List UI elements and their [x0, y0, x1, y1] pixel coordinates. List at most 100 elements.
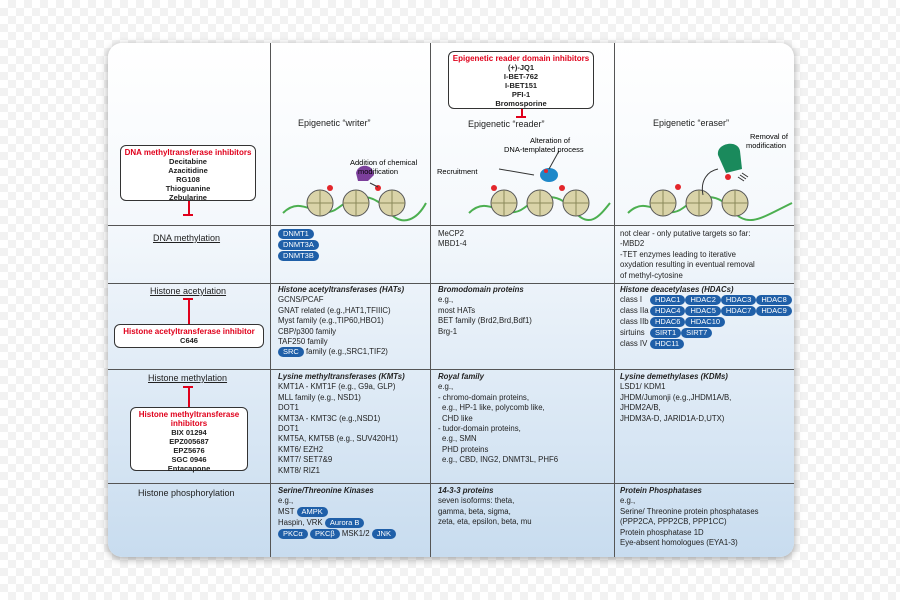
cell-line: MLL family (e.g., NSD1): [278, 392, 361, 402]
cell-line: MBD1-4: [438, 239, 467, 249]
jnk-pill: JNK: [371, 528, 396, 539]
kdm-eraser-cell: Lysine demethylases (KDMs) LSD1/ KDM1 JH…: [620, 372, 731, 424]
cell-heading: Lysine methyltransferases (KMTs): [278, 372, 405, 381]
cell-line: CBP/p300 family: [278, 326, 337, 336]
cell-line: TAF250 family: [278, 337, 328, 347]
hdac-pill: HDAC4: [650, 306, 686, 317]
inhibition-line: [188, 386, 190, 407]
cell-line: GCNS/PCAF: [278, 295, 324, 305]
inhibitor-item: I-BET151: [504, 81, 538, 90]
cell-heading: Royal family: [438, 372, 484, 381]
reader-header: Epigenetic “reader”: [468, 119, 545, 129]
inhibitor-item: Entacapone: [167, 464, 211, 473]
column-divider: [614, 43, 615, 557]
row-label-histone-phosphorylation: Histone phosphorylation: [138, 488, 235, 498]
dna-eraser-cell: not clear - only putative targets so far…: [620, 229, 755, 281]
inhibition-bar: [183, 386, 193, 388]
cell-line: Brg-1: [438, 326, 458, 336]
inhibitor-item: BIX 01294: [171, 428, 207, 437]
cell-line: e.g.,: [438, 295, 454, 305]
row-divider: [108, 483, 794, 484]
dnmt1-pill: DNMT1: [278, 229, 314, 239]
cell-line: LSD1/ KDM1: [620, 382, 666, 392]
cell-heading: Protein Phosphatases: [620, 486, 702, 495]
kmt-writer-cell: Lysine methyltransferases (KMTs) KMT1A -…: [278, 372, 405, 476]
hdac-pill: HDAC10: [685, 317, 726, 328]
row-divider: [108, 283, 794, 284]
hdac-class-label: class IV: [620, 339, 648, 349]
aurora-b-pill: Aurora B: [324, 517, 365, 528]
sirt-pill: SIRT1: [650, 328, 682, 339]
sirt-pill: SIRT7: [681, 328, 713, 339]
cell-line: -MBD2: [620, 239, 645, 249]
eraser-note-line1: Removal of: [750, 132, 789, 141]
cell-heading: Histone acetyltransferases (HATs): [278, 285, 405, 294]
eraser-header: Epigenetic “eraser”: [653, 118, 730, 128]
cell-line: GNAT related (e.g.,HAT1,TFIIIC): [278, 305, 391, 315]
cell-heading: Serine/Threonine Kinases: [278, 486, 374, 495]
hdac-pill: HDAC8: [756, 295, 792, 306]
recruitment-label: Recruitment: [437, 167, 478, 176]
cell-line: KMT5A, KMT5B (e.g., SUV420H1): [278, 434, 399, 444]
cell-line: MSK1/2: [341, 528, 370, 538]
kinase-writer-cell: Serine/Threonine Kinases e.g., MST AMPK …: [278, 486, 396, 540]
inhibition-bar: [183, 298, 193, 300]
cell-line: DOT1: [278, 403, 299, 413]
cell-line: Protein phosphatase 1D: [620, 527, 704, 537]
writer-header: Epigenetic “writer”: [298, 118, 371, 128]
cell-heading: 14-3-3 proteins: [438, 486, 494, 495]
cell-line: JHDM3A-D, JARID1A-D,UTX): [620, 413, 725, 423]
cell-line: BET family (Brd2,Brd,Bdf1): [438, 316, 532, 326]
hdac-pill: HDC11: [650, 339, 685, 350]
cell-line: e.g.,: [278, 496, 294, 506]
14-3-3-reader-cell: 14-3-3 proteins seven isoforms: theta, g…: [438, 486, 532, 528]
inhibition-line: [188, 201, 190, 215]
hdac-pill: HDAC1: [650, 295, 686, 306]
ampk-pill: AMPK: [296, 506, 328, 517]
phosphatase-eraser-cell: Protein Phosphatases e.g., Serine/ Threo…: [620, 486, 759, 548]
inhibitor-item: Decitabine: [169, 157, 207, 166]
inhibition-line: [521, 109, 523, 117]
cell-line: e.g.,: [620, 496, 636, 506]
src-pill: SRC: [278, 347, 304, 358]
inhibitor-item: (+)-JQ1: [507, 63, 535, 72]
reader-inhibitors-box: Epigenetic reader domain inhibitors (+)-…: [448, 51, 594, 109]
inhibitor-item: EPZ5676: [173, 446, 205, 455]
inhibition-bar: [516, 116, 526, 118]
inhibition-line: [188, 298, 190, 324]
inhibitor-item: I-BET-762: [503, 72, 539, 81]
dna-writer-cell: DNMT1 DNMT3A DNMT3B: [278, 229, 319, 262]
cell-line: Serine/ Threonine protein phosphatases: [620, 506, 759, 516]
cell-line: - chromo-domain proteins,: [438, 392, 530, 402]
cell-line: e.g., HP-1 like, polycomb like,: [442, 403, 545, 413]
column-divider: [430, 43, 431, 557]
row-label-histone-methylation: Histone methylation: [148, 373, 228, 383]
cell-line: oxydation resulting in eventual removal: [620, 260, 755, 270]
cell-heading: Histone deacetylases (HDACs): [620, 285, 734, 294]
cell-heading: Lysine demethylases (KDMs): [620, 372, 728, 381]
writer-note-line1: Addition of chemical: [350, 158, 417, 167]
cell-line: JHDM2A/B,: [620, 403, 661, 413]
row-label-histone-acetylation: Histone acetylation: [150, 286, 227, 296]
reader-note-line2: DNA-templated process: [504, 145, 584, 154]
hmt-inhibitors-title: Histone methyltransferase: [138, 410, 240, 419]
inhibitor-item: Azacitidine: [168, 166, 208, 175]
inhibitor-item: Thioguanine: [165, 184, 211, 193]
hat-inhibitor-title: Histone acetyltransferase inhibitor: [123, 327, 255, 336]
cell-line: MST: [278, 506, 295, 516]
epigenetics-table-card: Epigenetic “writer” Epigenetic “reader” …: [108, 43, 794, 557]
hmt-inhibitors-box: Histone methyltransferase inhibitors BIX…: [130, 407, 248, 473]
cell-line: DOT1: [278, 424, 299, 434]
writer-note-line2: modification: [358, 167, 398, 176]
inhibitor-item: Zebularine: [169, 193, 207, 202]
hat-writer-cell: Histone acetyltransferases (HATs) GCNS/P…: [278, 285, 404, 358]
hdac-class-label: class IIb: [620, 317, 649, 327]
dna-methyltransferase-inhibitors-box: DNA methyltransferase inhibitors Decitab…: [120, 145, 256, 202]
cell-line: Eye-absent homologues (EYA1-3): [620, 538, 738, 548]
writer-nucleosome-figure: Addition of chemical modification: [282, 158, 427, 222]
dna-reader-cell: MeCP2 MBD1-4: [438, 229, 467, 250]
column-divider: [270, 43, 271, 557]
cell-line: Haspin, VRK: [278, 517, 323, 527]
inhibitor-item: C646: [180, 336, 198, 345]
